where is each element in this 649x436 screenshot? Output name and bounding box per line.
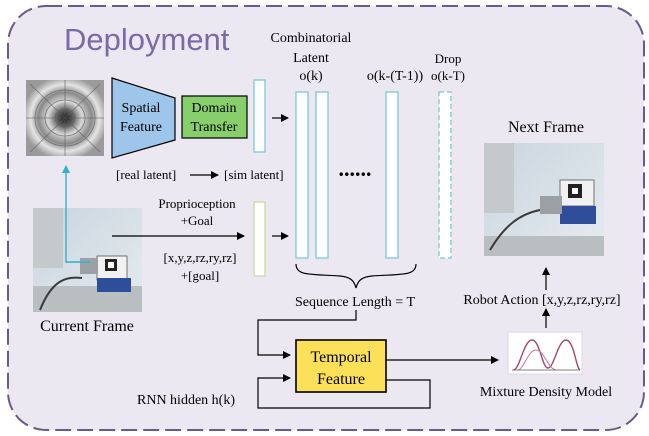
pose-label-line2: +[goal]	[181, 268, 219, 283]
domain-transfer-label-line1: Domain	[191, 101, 236, 116]
robot-action-label: Robot Action [x,y,z,rz,ry,rz]	[463, 293, 620, 308]
latent-column-ok-a	[295, 91, 309, 259]
combinatorial-label-line1: Combinatorial	[271, 31, 352, 46]
temporal-feature-block	[295, 339, 387, 393]
combinatorial-label-line2: Latent	[293, 51, 329, 66]
latent-column-okt1	[385, 91, 399, 259]
temporal-feature-label-line1: Temporal	[310, 349, 372, 366]
drop-label-line1: Drop	[435, 51, 462, 66]
proprio-column	[253, 201, 266, 277]
ok-label: o(k)	[299, 69, 323, 84]
temporal-feature-label-line2: Feature	[317, 371, 365, 388]
current-frame-image	[33, 208, 142, 312]
spatial-feature-label-line2: Feature	[120, 120, 162, 135]
spatial-feature-block	[111, 77, 176, 159]
mixture-density-label: Mixture Density Model	[480, 385, 612, 400]
diagram-title: Deployment	[64, 22, 230, 57]
proprioception-label-line2: +Goal	[181, 213, 214, 228]
sim-latent-column	[253, 79, 266, 153]
domain-transfer-label-line2: Transfer	[191, 120, 238, 135]
latent-column-ok-b	[315, 91, 329, 259]
pose-label-line1: [x,y,z,rz,ry,rz]	[163, 250, 236, 265]
sequence-length-label: Sequence Length = T	[295, 295, 415, 310]
rnn-loop-arrow	[257, 374, 431, 409]
ellipsis-label: ......	[339, 156, 372, 181]
spatial-feature-label-line1: Spatial	[122, 101, 161, 116]
sequence-to-temporal-arrow	[257, 310, 357, 359]
next-frame-image	[484, 143, 604, 256]
real-latent-label: [real latent]	[116, 167, 176, 182]
mixture-density-plot	[507, 331, 583, 375]
domain-transfer-block	[181, 95, 248, 139]
drop-label-line2: o(k-T)	[431, 68, 465, 83]
sequence-length-brace	[295, 263, 417, 289]
okt1-label: o(k-(T-1))	[367, 69, 424, 84]
rnn-hidden-label: RNN hidden h(k)	[137, 393, 235, 408]
sim-latent-label: [sim latent]	[224, 167, 284, 182]
latent-column-dropped	[438, 91, 452, 259]
frame-to-proprio-arrow	[65, 256, 90, 263]
current-frame-label: Current Frame	[40, 318, 134, 335]
next-frame-label: Next Frame	[508, 119, 584, 136]
spatial-feature-image	[26, 80, 104, 156]
proprioception-label-line1: Proprioception	[158, 196, 236, 211]
